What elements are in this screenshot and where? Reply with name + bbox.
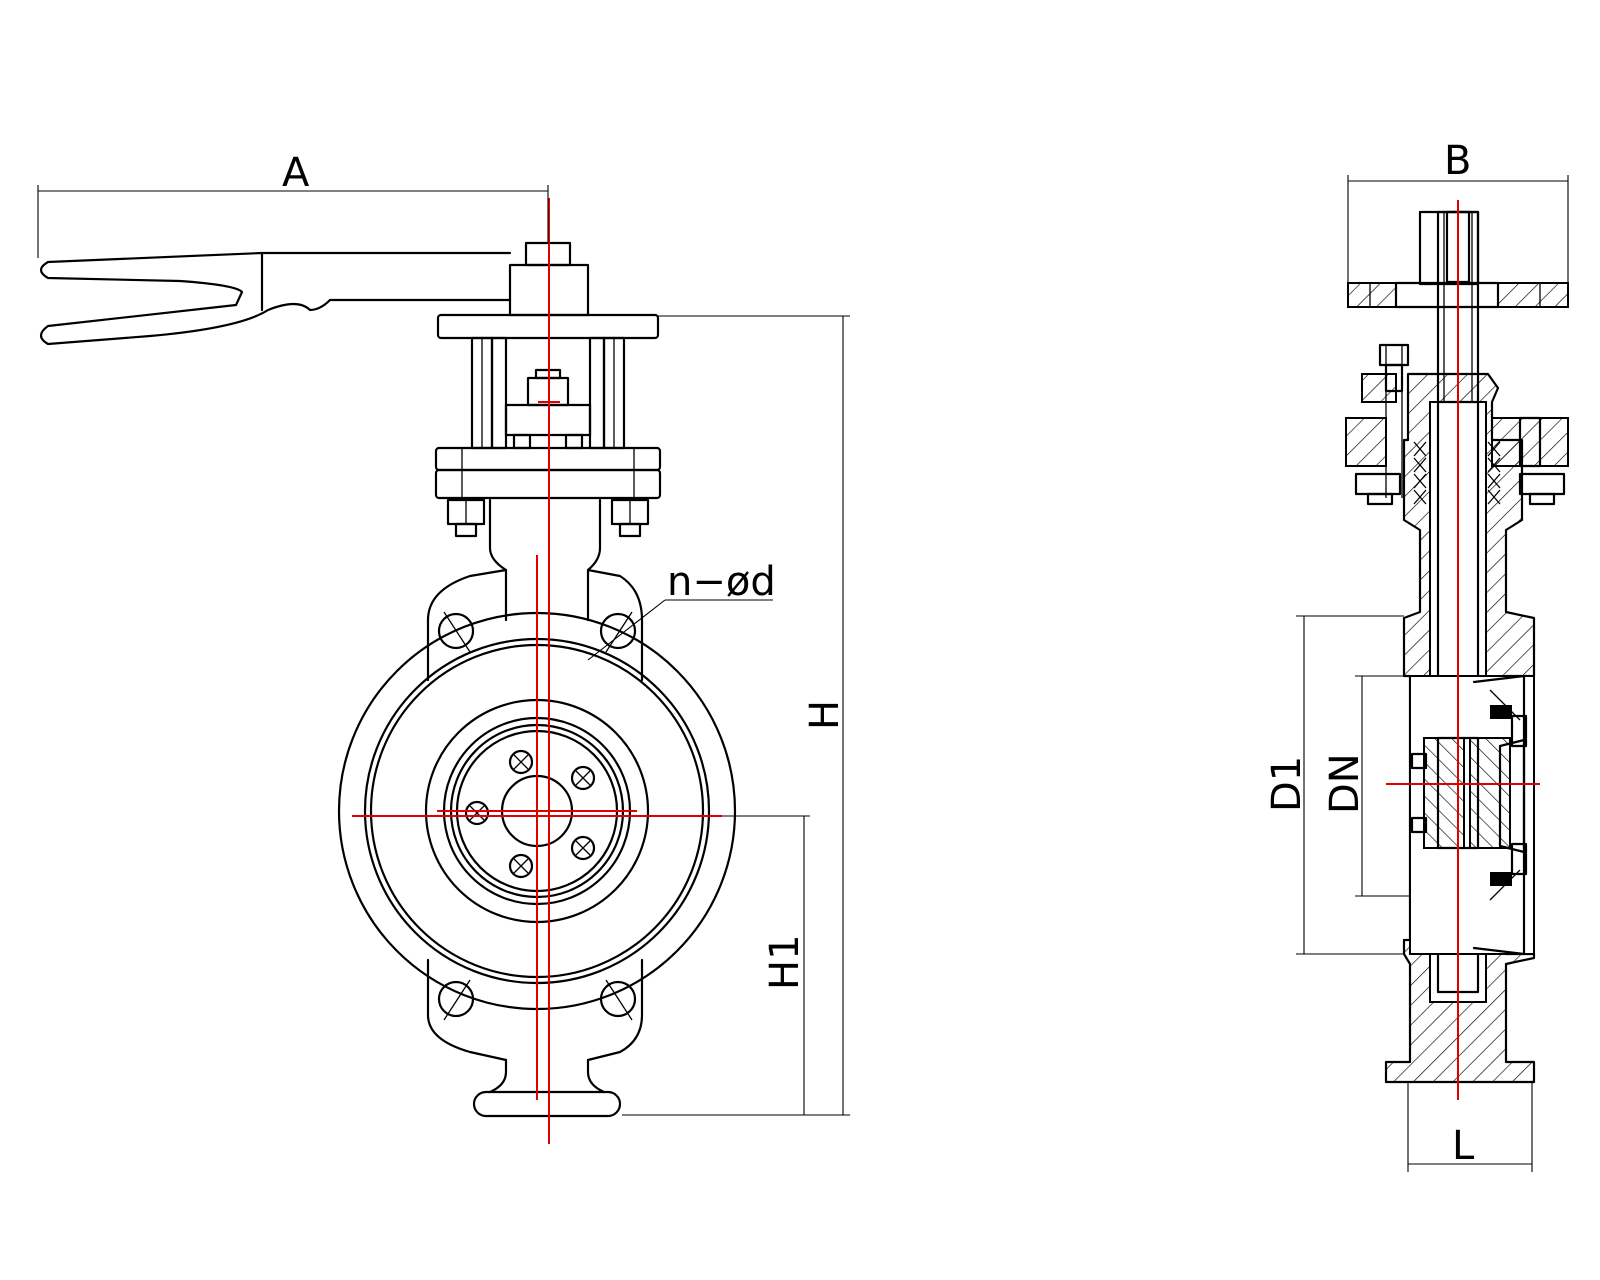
lug-hole xyxy=(599,611,637,653)
side-seat xyxy=(1409,674,1535,956)
lug-hole xyxy=(437,611,475,653)
label-DN: DN xyxy=(1322,753,1368,814)
lug-holes xyxy=(437,611,637,1021)
disc-screw xyxy=(570,835,596,861)
side-view: B D1 DN L xyxy=(1264,138,1569,1172)
side-top-flange xyxy=(1347,210,1569,309)
label-H1: H1 xyxy=(762,934,808,990)
label-A: A xyxy=(282,150,310,196)
flange-bolt-right xyxy=(610,498,650,538)
dimension-A: A xyxy=(37,150,549,258)
disc-screw xyxy=(570,765,596,791)
dimension-B: B xyxy=(1347,138,1569,283)
disc-screw xyxy=(508,749,534,775)
lever-handle xyxy=(39,251,512,346)
seal-ring xyxy=(1490,705,1512,719)
valve-body-lugs xyxy=(426,568,644,1062)
label-B: B xyxy=(1444,138,1471,184)
seal-ring xyxy=(1490,872,1512,886)
dimension-L: L xyxy=(1407,1082,1533,1172)
front-view: A H H1 n−ød xyxy=(37,150,850,1144)
disc-screw xyxy=(464,800,490,826)
label-L: L xyxy=(1452,1123,1475,1169)
valve-neck xyxy=(488,498,602,622)
bottom-foot xyxy=(472,1058,622,1118)
label-H: H xyxy=(802,700,848,730)
dimension-H1: H1 xyxy=(722,815,810,1115)
label-n-od: n−ød xyxy=(667,559,776,605)
callout-n-od: n−ød xyxy=(587,559,776,661)
disc-screws xyxy=(464,749,596,879)
dimension-DN: DN xyxy=(1322,675,1410,897)
side-centerlines xyxy=(1386,200,1540,1100)
side-packing xyxy=(1413,441,1501,505)
flange-bolt-left xyxy=(446,498,486,538)
label-D1: D1 xyxy=(1264,756,1310,812)
disc-screw xyxy=(508,853,534,879)
lug-hole xyxy=(437,979,475,1021)
lug-hole xyxy=(599,979,637,1021)
front-centerlines xyxy=(352,198,722,1144)
dimension-H: H xyxy=(622,315,850,1116)
dimension-D1: D1 xyxy=(1264,615,1404,955)
